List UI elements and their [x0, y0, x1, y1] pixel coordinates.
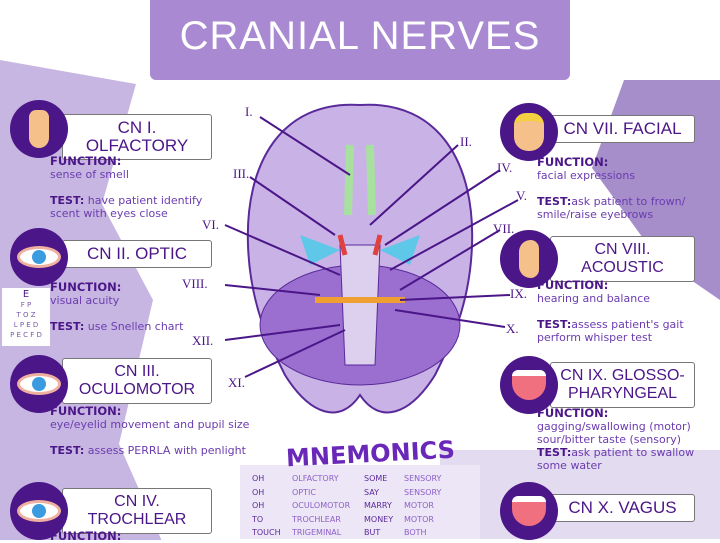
- mnemonic-cell: TOUCH: [252, 528, 281, 537]
- ear-icon: [500, 230, 558, 288]
- brain-label: VIII.: [182, 276, 208, 291]
- mnemonic-row: OH OCULOMOTOR MARRY MOTOR: [252, 499, 454, 513]
- mnemonic-cell: MARRY: [364, 501, 392, 510]
- nerve-info-cn4: FUNCTION:: [50, 529, 122, 543]
- snellen-row: T O Z: [16, 311, 36, 319]
- mnemonic-cell: OH: [252, 501, 265, 510]
- brain-label: XI.: [228, 375, 245, 390]
- mnemonic-cell: OH: [252, 474, 265, 483]
- brain-label: X.: [506, 321, 519, 336]
- mnemonic-cell: SENSORY: [404, 474, 442, 483]
- brain-label: VI.: [202, 217, 219, 232]
- eye-icon: [10, 482, 68, 540]
- mnemonic-cell: OLFACTORY: [292, 474, 339, 483]
- brain-label: IX.: [510, 286, 527, 301]
- nerve-title-cn1: CN I. OLFACTORY: [62, 114, 212, 160]
- snellen-row: P E C F D: [10, 331, 42, 339]
- eye-icon: [10, 355, 68, 413]
- tongue-icon: [500, 356, 558, 414]
- mnemonic-cell: OPTIC: [292, 487, 316, 497]
- snellen-row: E: [22, 289, 30, 300]
- snellen-row: L P E D: [13, 321, 39, 329]
- mnemonic-cell: OH: [252, 487, 265, 497]
- brain-label: VII.: [493, 221, 515, 236]
- mnemonic-row: TOUCH TRIGEMINAL BUT BOTH: [252, 526, 454, 540]
- nerve-title-cn9: CN IX. GLOSSO-PHARYNGEAL: [550, 362, 695, 408]
- mnemonic-cell: SAY: [364, 487, 379, 497]
- mnemonics-panel: [240, 465, 480, 539]
- tongue-icon: [500, 482, 558, 540]
- brain-label: V.: [516, 188, 527, 203]
- mnemonic-cell: BUT: [364, 528, 381, 537]
- mnemonic-cell: TROCHLEAR: [292, 514, 341, 524]
- olfactory-tract: [344, 144, 376, 216]
- brain-label: I.: [245, 104, 253, 119]
- eye-icon: [10, 228, 68, 286]
- brain-label: XII.: [192, 333, 214, 348]
- brain-label: III.: [233, 166, 250, 181]
- brain-label: II.: [460, 134, 472, 149]
- mnemonic-cell: OCULOMOTOR: [292, 501, 351, 510]
- mnemonic-cell: SENSORY: [404, 487, 442, 497]
- nerve-title-cn3: CN III. OCULOMOTOR: [62, 358, 212, 404]
- mnemonic-row: OH OPTIC SAY SENSORY: [252, 486, 454, 500]
- mnemonic-row: OH OLFACTORY SOME SENSORY: [252, 472, 454, 486]
- page-title: CRANIAL NERVES: [179, 14, 541, 58]
- nerve-info-cn9: FUNCTION:gagging/swallowing (motor) sour…: [537, 406, 695, 473]
- title-banner: [150, 0, 570, 80]
- mnemonic-cell: MONEY: [364, 514, 394, 524]
- mnemonic-cell: TO: [252, 514, 264, 524]
- pointer-lines: [224, 116, 519, 378]
- nerve-info-cn3: FUNCTION:eye/eyelid movement and pupil s…: [50, 404, 250, 458]
- oculomotor-nerve: [337, 234, 383, 256]
- mnemonic-cell: BOTH: [404, 528, 427, 537]
- brain-label: IV.: [497, 160, 513, 175]
- brainstem: [339, 244, 381, 366]
- nose-icon: [10, 100, 68, 158]
- mnemonic-cell: MOTOR: [404, 501, 434, 510]
- brain-diagram: [224, 103, 519, 414]
- mnemonic-row: TO TROCHLEAR MONEY MOTOR: [252, 513, 454, 527]
- nerve-title-cn10: CN X. VAGUS: [550, 494, 695, 522]
- nerve-title-cn7: CN VII. FACIAL: [550, 115, 695, 143]
- mnemonic-cell: SOME: [364, 474, 388, 483]
- mnemonic-cell: TRIGEMINAL: [292, 528, 342, 537]
- snellen-row: F P: [20, 301, 32, 309]
- mnemonic-cell: MOTOR: [404, 514, 434, 524]
- nerve-title-cn4: CN IV. TROCHLEAR: [62, 488, 212, 534]
- face-icon: [500, 103, 558, 161]
- nerve-title-cn8: CN VIII. ACOUSTIC: [550, 236, 695, 282]
- nerve-title-cn2: CN II. OPTIC: [62, 240, 212, 268]
